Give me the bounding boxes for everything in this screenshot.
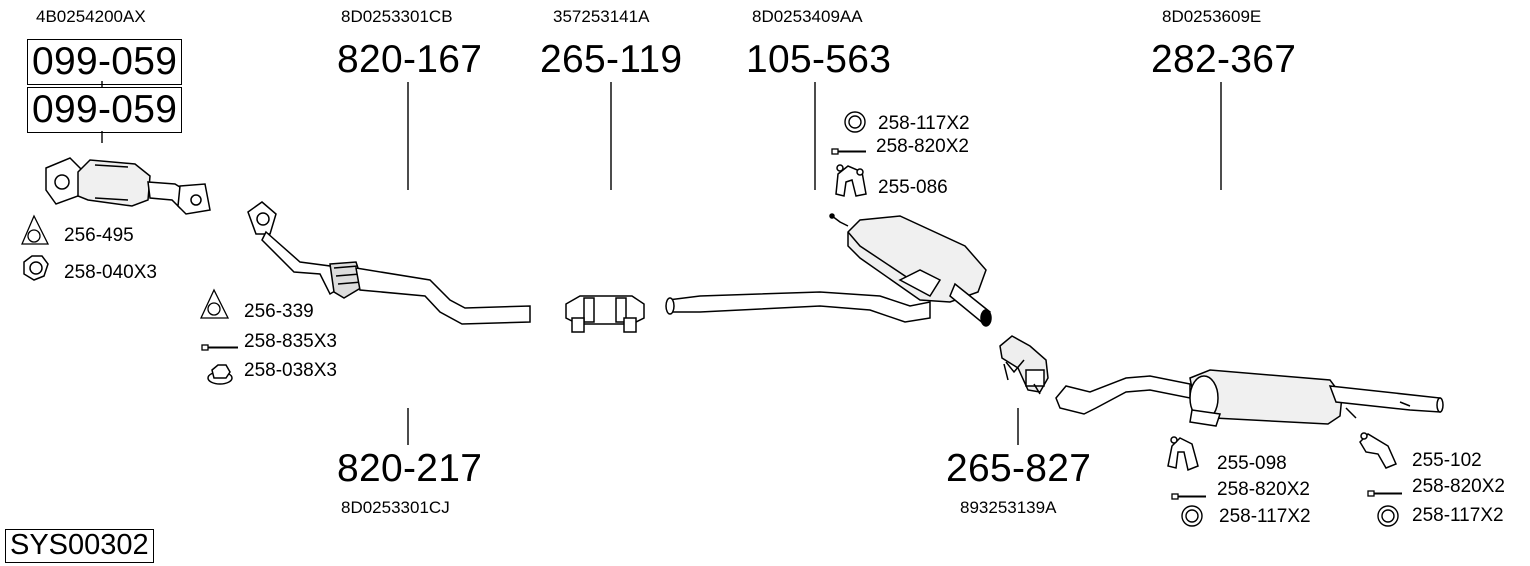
gasket-icon-256-339 bbox=[199, 288, 230, 319]
catalytic-converter-icon bbox=[45, 157, 211, 215]
oem-number-flex-connector: 893253139A bbox=[960, 498, 1057, 517]
oem-number-front-pipe-2: 8D0253301CJ bbox=[341, 498, 450, 517]
bolt-icon-258-820x2-rear-left bbox=[1171, 493, 1206, 500]
part-number-front-pipe: 820-167 bbox=[337, 38, 483, 81]
part-number-box-catalyst-1: 099-059 bbox=[27, 39, 183, 85]
oem-number-front-pipe: 8D0253301CB bbox=[341, 7, 453, 26]
oem-number-clamp: 357253141A bbox=[553, 7, 650, 26]
accessory-label-258-820x2-middle: 258-820X2 bbox=[876, 136, 969, 157]
rear-silencer-icon bbox=[1055, 369, 1444, 427]
clamp-icon-265-119 bbox=[565, 295, 645, 333]
accessory-label-258-820x2-rear-right: 258-820X2 bbox=[1412, 476, 1505, 497]
accessory-label-258-040x3: 258-040X3 bbox=[64, 262, 157, 283]
system-code-label: SYS00302 bbox=[5, 529, 154, 563]
ring-icon-258-117x2-rear-right bbox=[1377, 505, 1399, 527]
oem-number-catalyst: 4B0254200AX bbox=[36, 7, 146, 26]
ring-icon-258-117x2-rear-left bbox=[1181, 505, 1203, 527]
bolt-icon-258-835x3 bbox=[201, 344, 238, 351]
accessory-label-256-495: 256-495 bbox=[64, 225, 134, 246]
hanger-icon-255-102 bbox=[1359, 432, 1398, 469]
part-number-rear-silencer: 282-367 bbox=[1151, 38, 1297, 81]
bolt-icon-258-820x2-middle bbox=[831, 148, 866, 155]
part-number-box-catalyst-2: 099-059 bbox=[27, 87, 183, 133]
hex-nut-icon-258-040x3 bbox=[23, 255, 49, 281]
part-number-middle-silencer: 105-563 bbox=[746, 38, 892, 81]
accessory-label-255-086: 255-086 bbox=[878, 177, 948, 198]
oem-number-middle-silencer: 8D0253409AA bbox=[752, 7, 863, 26]
bolt-icon-258-820x2-rear-right bbox=[1367, 490, 1402, 497]
accessory-label-258-117x2-rear-right: 258-117X2 bbox=[1412, 505, 1504, 526]
flange-nut-icon-258-038x3 bbox=[207, 364, 233, 385]
hanger-icon-255-098 bbox=[1167, 436, 1199, 472]
middle-silencer-icon bbox=[665, 213, 992, 327]
oem-number-rear-silencer: 8D0253609E bbox=[1162, 7, 1262, 26]
accessory-label-258-835x3: 258-835X3 bbox=[244, 331, 337, 352]
accessory-label-258-117x2-middle: 258-117X2 bbox=[878, 113, 970, 134]
front-pipe-icon bbox=[247, 201, 531, 325]
part-number-front-pipe-2: 820-217 bbox=[337, 447, 483, 490]
hanger-icon-255-086 bbox=[835, 164, 867, 197]
part-number-flex-connector: 265-827 bbox=[946, 447, 1092, 490]
accessory-label-255-098: 255-098 bbox=[1217, 453, 1287, 474]
accessory-label-255-102: 255-102 bbox=[1412, 450, 1482, 471]
accessory-label-258-820x2-rear-left: 258-820X2 bbox=[1217, 479, 1310, 500]
accessory-label-258-117x2-rear-left: 258-117X2 bbox=[1219, 506, 1311, 527]
gasket-icon-256-495 bbox=[21, 214, 50, 245]
part-number-clamp: 265-119 bbox=[540, 38, 683, 81]
accessory-label-258-038x3: 258-038X3 bbox=[244, 360, 337, 381]
accessory-label-256-339: 256-339 bbox=[244, 301, 314, 322]
ring-icon-258-117x2-middle bbox=[844, 111, 866, 133]
flex-connector-icon-265-827 bbox=[999, 335, 1049, 395]
